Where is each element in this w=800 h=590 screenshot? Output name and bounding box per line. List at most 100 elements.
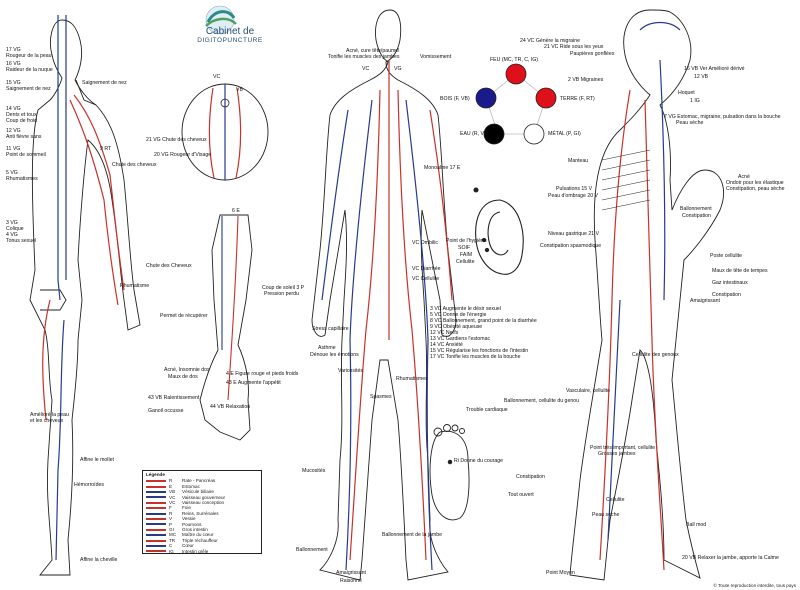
- front-label: Tonifie les muscles des jambes: [328, 54, 400, 60]
- ear-label: FAIM: [460, 252, 473, 258]
- center-list-item: 13 VC Gardiens l'estomac: [430, 336, 491, 342]
- brand-line1: Cabinet de: [205, 26, 255, 37]
- front-label: VC Ombilic: [412, 240, 438, 246]
- side-label: Manteau: [568, 158, 589, 164]
- front-label: Coup de soleil 3 P: [262, 285, 305, 291]
- side-label: 20 VB Relaxer la jambe, apporte la Calme: [682, 555, 779, 561]
- side-label: 16 VB Ver Amélioré dérivé: [684, 66, 745, 72]
- legend-abbrev: VC: [169, 494, 176, 500]
- front-label: Ballonnement: [296, 547, 328, 553]
- side-label: Amaigrissant: [690, 298, 720, 304]
- back-label: Saignement de nez: [6, 86, 51, 92]
- side-label: 21 VC Ride sous les yeux: [544, 44, 604, 50]
- ear-label: Point de l'hygiène: [446, 238, 487, 244]
- side-label: Peau sèche: [676, 120, 704, 126]
- element-wood: [475, 87, 497, 109]
- side-label: Maux de tête de tempes: [712, 268, 768, 274]
- front-meridians: [321, 60, 453, 571]
- hand-label: Acné, Insomnie dos: [164, 367, 210, 373]
- brand-title: Cabinet de DIGITOPUNCTURE: [190, 2, 270, 44]
- front-label: Stress capillaire: [312, 326, 349, 332]
- legend-text: Maître du cœur: [182, 532, 214, 538]
- back-label: Rougeur de la peau: [6, 53, 52, 59]
- element-label: EAU (R, V): [460, 131, 486, 137]
- side-label: Constipation spasmodique: [540, 243, 602, 249]
- side-label: 2 VB Migraines: [568, 77, 604, 83]
- back-label: 3 VG: [6, 220, 18, 226]
- legend-swatch: [146, 544, 166, 547]
- center-list-item: 12 VC Nerfs: [430, 330, 459, 336]
- back-label: Affine le mollet: [80, 457, 114, 463]
- front-label: Spasmes: [370, 394, 392, 400]
- legend-swatch: [146, 501, 166, 504]
- legend-abbrev: TR: [169, 537, 176, 543]
- center-list-item: 8 VC Ballonnement, grand point de la dia…: [430, 318, 537, 324]
- element-fire: [505, 63, 527, 85]
- side-label: Tout ouvert: [508, 492, 534, 498]
- front-label: VC: [362, 66, 370, 72]
- front-label: Pression perdu: [264, 291, 299, 297]
- legend-swatch: [146, 534, 166, 537]
- element-label: FEU (MC, TR, C, IG): [490, 57, 539, 63]
- side-label: Grosses jambes: [598, 451, 636, 457]
- legend-swatch: [146, 490, 166, 493]
- legend-text: Vaisseau conception: [182, 500, 225, 506]
- front-label: Acné, cure tête/paumel: [346, 48, 400, 54]
- legend-text: Cœur: [182, 543, 194, 549]
- hand-label: 6 E: [232, 208, 240, 214]
- back-label: 16 VG: [6, 61, 21, 67]
- front-label: Varicosités: [338, 368, 363, 374]
- side-label: Pulsations 15 V: [556, 186, 593, 192]
- side-figure: [569, 9, 724, 581]
- front-label: Dénoue les émotions: [310, 352, 359, 358]
- legend-text: Estomac: [182, 483, 200, 489]
- hand-label: 4 E Figure rouge et pieds froids: [226, 371, 299, 377]
- legend-text: Intestin grêle: [182, 548, 209, 554]
- back-label: Coup de froid: [6, 118, 38, 124]
- legend-abbrev: E: [169, 483, 173, 489]
- foot-sole: [429, 424, 470, 521]
- front-label: Mucosités: [302, 468, 326, 474]
- legend-swatch: [146, 528, 166, 531]
- back-label: 12 VG: [6, 128, 21, 134]
- back-label: Saignement de nez: [82, 80, 127, 86]
- back-label: Chute des cheveux: [112, 162, 157, 168]
- ear-label: SOIF: [458, 245, 471, 251]
- back-label: 17 VG: [6, 47, 21, 53]
- foot-label: Ri Donne du courage: [454, 458, 504, 464]
- side-label: Point très important, cellulite: [590, 445, 656, 451]
- side-label: Peau sèche: [592, 512, 620, 518]
- side-label: Cellulite: [606, 497, 625, 503]
- legend-text: Vaisseau gouverneur: [182, 494, 226, 500]
- back-label: Colique: [6, 226, 24, 232]
- head-label: 21 VG Chute des cheveux: [146, 137, 207, 143]
- legend-text: Foie: [182, 505, 191, 511]
- side-label: Ballonnement, cellulite du genou: [504, 398, 579, 404]
- back-label: Chute des Cheveux: [146, 263, 192, 269]
- side-label: 24 VC Génère la migraine: [520, 38, 580, 44]
- side-label: Ballonnement: [680, 206, 712, 212]
- legend-abbrev: V: [169, 516, 173, 522]
- head-label: VC: [213, 74, 221, 80]
- hand-label: 44 VB Relaxation: [210, 404, 251, 410]
- side-label: Vasculaire, cellulite: [566, 388, 611, 394]
- side-label: Constipation: [516, 474, 545, 480]
- back-label: Raideur de la nuque: [6, 67, 53, 73]
- back-label: Tonus sexuel: [6, 238, 37, 244]
- legend-abbrev: R: [169, 510, 173, 516]
- element-water: [483, 123, 505, 145]
- hand-label: 43 VB Ralentissement: [148, 395, 200, 401]
- side-label: 7 VG Estomac, migraine, pulsation dans l…: [664, 114, 781, 120]
- legend-swatch: [146, 512, 166, 515]
- back-label: 9 RT: [100, 146, 112, 152]
- front-label: Vomissement: [420, 54, 452, 60]
- back-label: 15 VG: [6, 80, 21, 86]
- legend-abbrev: VB: [169, 489, 176, 495]
- back-label: Point de sommeil: [6, 152, 46, 158]
